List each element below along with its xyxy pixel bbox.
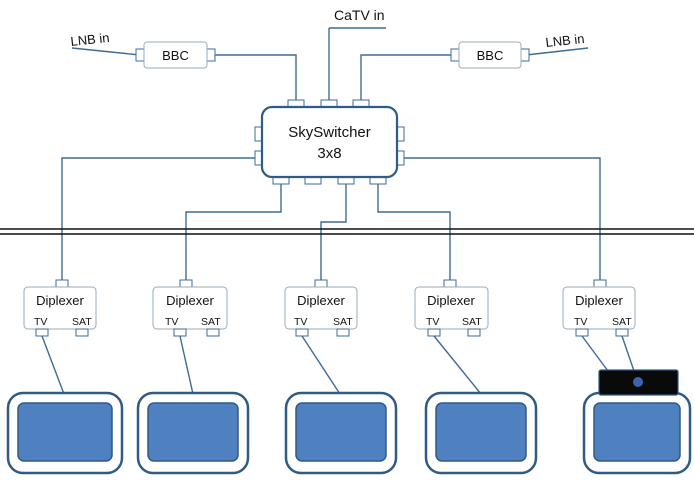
diplexer-tv-label: TV [426, 316, 439, 328]
diplexer-title: Diplexer [297, 293, 345, 308]
skyswitcher: SkySwitcher 3x8 [254, 99, 405, 185]
lnb-in-right-label: LNB in [545, 31, 585, 50]
tv-3 [284, 391, 398, 475]
bbc-left: BBC [135, 41, 216, 69]
tv-2 [136, 391, 250, 475]
bbc-right: BBC [450, 41, 530, 69]
diplexer-tv-label: TV [34, 316, 47, 328]
input-cables [71, 27, 589, 100]
diplexer-title: Diplexer [575, 293, 623, 308]
diplexer-5: Diplexer TV SAT [562, 279, 636, 337]
catv-in-label: CaTV in [334, 7, 385, 23]
tv-1 [6, 391, 124, 475]
distribution-cables [61, 157, 601, 280]
settop-box [598, 369, 679, 396]
bbc-right-label: BBC [477, 48, 504, 63]
diplexer-1: Diplexer TV SAT [23, 279, 97, 337]
diplexer-tv-label: TV [574, 316, 587, 328]
diplexer-sat-label: SAT [612, 316, 632, 328]
tv-4 [424, 391, 538, 475]
skyswitcher-title: SkySwitcher [288, 124, 371, 141]
diplexer-title: Diplexer [427, 293, 475, 308]
tv-cables [41, 335, 635, 395]
bbc-left-label: BBC [162, 48, 189, 63]
diplexer-3: Diplexer TV SAT [284, 279, 358, 337]
diplexer-sat-label: SAT [333, 316, 353, 328]
skyswitcher-model: 3x8 [317, 145, 341, 162]
diplexer-tv-label: TV [165, 316, 178, 328]
diplexer-title: Diplexer [36, 293, 84, 308]
diplexer-sat-label: SAT [201, 316, 221, 328]
diplexer-sat-label: SAT [72, 316, 92, 328]
wall-line [0, 228, 694, 235]
diplexer-sat-label: SAT [462, 316, 482, 328]
diplexer-4: Diplexer TV SAT [414, 279, 489, 337]
diplexer-2: Diplexer TV SAT [152, 279, 228, 337]
tv-5 [582, 391, 692, 475]
lnb-in-left-label: LNB in [70, 30, 110, 49]
diplexer-title: Diplexer [166, 293, 214, 308]
diplexer-tv-label: TV [294, 316, 307, 328]
